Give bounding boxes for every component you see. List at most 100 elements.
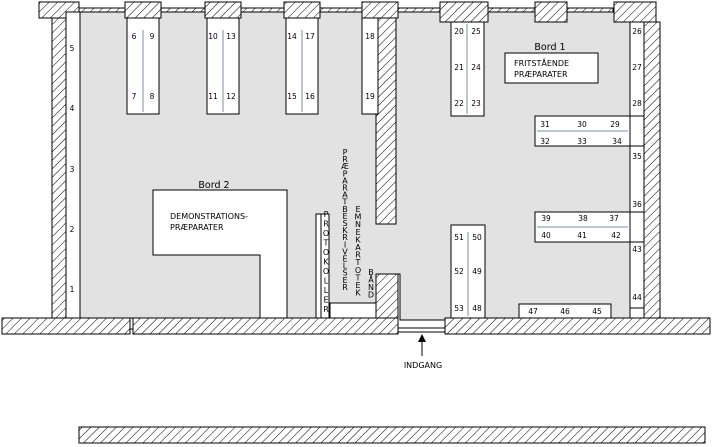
case-48-53-numbers: 51 50 52 49 53 48 (454, 233, 482, 313)
fritstaaende-label-line-1: FRITSTÅENDE (514, 57, 569, 68)
protokoller-shelf (315, 213, 322, 319)
top-wall-strip (78, 7, 614, 13)
case-number: 33 (577, 137, 587, 146)
outside-strip (78, 426, 706, 444)
left-wall (51, 11, 67, 319)
case-number: 50 (472, 233, 482, 242)
case-number: 38 (578, 214, 588, 223)
case-number: 8 (150, 92, 155, 101)
case-number: 40 (541, 231, 551, 240)
case-number: 24 (471, 63, 481, 72)
bord-2-table (152, 189, 288, 319)
case-45-47-numbers: 47 46 45 (528, 307, 602, 316)
case-number: 52 (454, 267, 464, 276)
case-number: 4 (70, 104, 75, 113)
case-number: 26 (632, 27, 642, 36)
right-wall-numbers: 26 27 28 35 36 43 44 (632, 27, 642, 302)
case-number: 48 (472, 304, 482, 313)
partition-stub (375, 273, 399, 319)
top-wall-pier-5 (439, 1, 489, 23)
case-number: 7 (132, 92, 137, 101)
case-18-19-numbers: 18 19 (365, 32, 375, 101)
case-35-36 (629, 145, 645, 213)
case-number: 9 (150, 32, 155, 41)
case-6-9-numbers: 6 9 7 8 (132, 32, 155, 101)
top-wall-pier-3 (283, 1, 321, 19)
case-number: 3 (70, 165, 75, 174)
case-10-13-numbers: 10 13 11 12 (208, 32, 236, 101)
case-number: 43 (632, 245, 642, 254)
beskrivelser-box (329, 302, 377, 319)
case-number: 1 (70, 285, 75, 294)
case-number: 6 (132, 32, 137, 41)
top-right-wall-block (613, 1, 657, 23)
right-wall (643, 21, 661, 319)
case-number: 30 (577, 120, 587, 129)
case-number: 45 (592, 307, 602, 316)
bottom-wall-middle (132, 317, 399, 335)
case-number: 19 (365, 92, 375, 101)
left-wall-case (65, 11, 81, 319)
case-29-34-numbers: 31 30 29 32 33 34 (540, 120, 622, 146)
case-number: 14 (287, 32, 297, 41)
fritstaaende-label-line-2: PRÆPARATER (514, 70, 568, 79)
case-20-25-numbers: 20 25 21 24 22 23 (454, 27, 481, 108)
case-number: 31 (540, 120, 550, 129)
case-number: 44 (632, 293, 642, 302)
case-number: 25 (471, 27, 481, 36)
horizontal-cases (450, 115, 631, 319)
walls (1, 1, 711, 444)
case-number: 36 (632, 200, 642, 209)
case-number: 53 (454, 304, 464, 313)
case-number: 39 (541, 214, 551, 223)
entrance-arrow (418, 334, 426, 356)
case-number: 51 (454, 233, 464, 242)
case-18-19 (361, 17, 379, 115)
case-number: 49 (472, 267, 482, 276)
bottom-wall-right (444, 317, 711, 335)
case-number: 20 (454, 27, 464, 36)
bord-2-label: Bord 2 (198, 180, 229, 191)
demonstration-label-line-1: DEMONSTRATIONS- (170, 212, 248, 221)
case-number: 23 (471, 99, 481, 108)
case-number: 46 (560, 307, 570, 316)
indgang-label: INDGANG (404, 361, 442, 370)
case-number: 47 (528, 307, 538, 316)
case-number: 10 (208, 32, 218, 41)
arrow-head (418, 334, 426, 342)
demonstration-label-line-2: PRÆPARATER (170, 223, 224, 232)
case-45-47 (518, 303, 612, 319)
case-number: 35 (632, 152, 642, 161)
top-wall-pier-1 (124, 1, 162, 19)
case-number: 16 (305, 92, 315, 101)
case-number: 32 (540, 137, 550, 146)
right-wall-cases (629, 21, 645, 309)
case-number: 37 (609, 214, 619, 223)
bord-1-label: Bord 1 (534, 42, 565, 53)
case-number: 18 (365, 32, 375, 41)
top-wall-pier-6 (534, 1, 568, 23)
case-number: 2 (70, 225, 75, 234)
top-wall-pier-2 (204, 1, 242, 19)
case-number: 21 (454, 63, 464, 72)
top-display-cases (126, 17, 485, 117)
partition-wall (375, 17, 397, 225)
case-number: 42 (611, 231, 621, 240)
case-37-42-numbers: 39 38 37 40 41 42 (541, 214, 621, 240)
protokoller-box (320, 213, 330, 319)
left-wall-numbers: 5 4 3 2 1 (70, 44, 75, 294)
case-14-17-numbers: 14 17 15 16 (287, 32, 315, 101)
case-number: 29 (610, 120, 620, 129)
case-number: 12 (226, 92, 236, 101)
case-43-44 (629, 241, 645, 309)
case-number: 27 (632, 63, 642, 72)
case-number: 41 (577, 231, 587, 240)
bottom-wall-left (1, 317, 131, 335)
case-number: 28 (632, 99, 642, 108)
case-number: 22 (454, 99, 464, 108)
